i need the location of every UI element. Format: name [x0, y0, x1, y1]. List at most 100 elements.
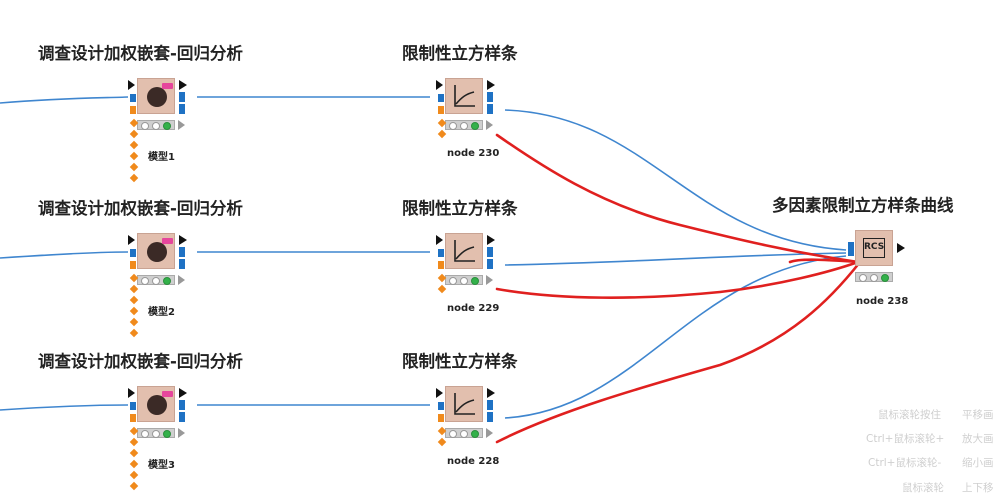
- output-port-blue[interactable]: [487, 259, 493, 269]
- source-node-model3[interactable]: [128, 386, 208, 496]
- node-label[interactable]: 模型1: [148, 152, 175, 163]
- node-label[interactable]: 模型3: [148, 460, 175, 471]
- output-port-blue[interactable]: [179, 412, 185, 422]
- node-body[interactable]: [137, 233, 175, 269]
- input-port-blue[interactable]: [438, 249, 444, 257]
- flow-variable-port[interactable]: [129, 306, 139, 316]
- node-label[interactable]: 模型2: [148, 307, 175, 318]
- status-arrow-icon: [178, 120, 185, 130]
- wire-spline230-target[interactable]: [504, 109, 847, 251]
- wire-spline229-target[interactable]: [504, 252, 847, 266]
- node-label[interactable]: node 238: [856, 296, 909, 307]
- node-body[interactable]: RCS: [855, 230, 893, 266]
- status-led-green: [881, 274, 889, 282]
- flow-variable-port[interactable]: [129, 328, 139, 338]
- spline-node-228[interactable]: [436, 386, 516, 447]
- hint-effect: 缩小画: [962, 457, 994, 469]
- input-port-orange[interactable]: [438, 261, 444, 269]
- spline-node-title: 限制性立方样条: [402, 352, 518, 371]
- status-led-green: [163, 430, 171, 438]
- flow-variable-port[interactable]: [129, 317, 139, 327]
- flow-variable-port[interactable]: [129, 140, 139, 150]
- weighted-regression-icon: [147, 87, 167, 107]
- input-port-blue[interactable]: [130, 94, 136, 102]
- output-port-blue[interactable]: [179, 92, 185, 102]
- flow-variable-port[interactable]: [129, 162, 139, 172]
- flow-variable-port[interactable]: [129, 437, 139, 447]
- input-port[interactable]: [128, 235, 135, 245]
- output-port-blue[interactable]: [487, 247, 493, 257]
- flow-variable-port[interactable]: [129, 173, 139, 183]
- input-port-orange[interactable]: [130, 414, 136, 422]
- input-port[interactable]: [128, 80, 135, 90]
- input-port-blue[interactable]: [848, 242, 854, 256]
- flow-variable-port[interactable]: [129, 481, 139, 491]
- output-port-blue[interactable]: [179, 400, 185, 410]
- hint-effect: 平移画: [962, 409, 994, 421]
- status-led-green: [163, 277, 171, 285]
- node-label[interactable]: node 229: [447, 303, 500, 314]
- input-port-orange[interactable]: [130, 106, 136, 114]
- flow-variable-port[interactable]: [129, 151, 139, 161]
- wire-spline228-target[interactable]: [504, 255, 847, 419]
- input-port-blue[interactable]: [438, 402, 444, 410]
- source-node-model2[interactable]: [128, 233, 208, 343]
- output-port[interactable]: [487, 388, 495, 398]
- flow-variable-port[interactable]: [437, 129, 447, 139]
- wire-in-1[interactable]: [0, 96, 129, 104]
- input-port-blue[interactable]: [130, 402, 136, 410]
- output-port-blue[interactable]: [487, 92, 493, 102]
- input-port-orange[interactable]: [130, 261, 136, 269]
- output-port[interactable]: [487, 235, 495, 245]
- flow-variable-port[interactable]: [437, 284, 447, 294]
- flow-variable-port[interactable]: [129, 295, 139, 305]
- flow-variable-port[interactable]: [129, 470, 139, 480]
- node-body[interactable]: [445, 233, 483, 269]
- flow-variable-port[interactable]: [437, 437, 447, 447]
- input-port-orange[interactable]: [438, 106, 444, 114]
- node-body[interactable]: [445, 386, 483, 422]
- status-led-yellow: [152, 430, 160, 438]
- output-port[interactable]: [897, 243, 905, 253]
- flow-variable-port[interactable]: [129, 284, 139, 294]
- input-port-blue[interactable]: [130, 249, 136, 257]
- output-port-blue[interactable]: [179, 247, 185, 257]
- output-port-blue[interactable]: [487, 412, 493, 422]
- status-led-red: [141, 122, 149, 130]
- spline-node-230[interactable]: [436, 78, 516, 139]
- output-port[interactable]: [487, 80, 495, 90]
- wire-in-2[interactable]: [0, 251, 129, 259]
- output-port[interactable]: [179, 80, 187, 90]
- status-led-green: [163, 122, 171, 130]
- input-port[interactable]: [128, 388, 135, 398]
- source-node-model1[interactable]: [128, 78, 208, 188]
- target-node-238[interactable]: RCS: [846, 230, 926, 290]
- output-port[interactable]: [179, 235, 187, 245]
- output-port-blue[interactable]: [487, 400, 493, 410]
- output-port-blue[interactable]: [179, 104, 185, 114]
- status-led-red: [859, 274, 867, 282]
- flow-variable-port[interactable]: [129, 448, 139, 458]
- input-port[interactable]: [436, 235, 443, 245]
- input-port[interactable]: [436, 388, 443, 398]
- input-port-orange[interactable]: [438, 414, 444, 422]
- output-port-blue[interactable]: [487, 104, 493, 114]
- output-port-blue[interactable]: [179, 259, 185, 269]
- input-port-blue[interactable]: [438, 94, 444, 102]
- weighted-regression-icon: [147, 242, 167, 262]
- node-label[interactable]: node 230: [447, 148, 500, 159]
- weighted-regression-icon: [147, 395, 167, 415]
- wire-in-3[interactable]: [0, 404, 129, 411]
- hint-action: 鼠标滚轮: [902, 482, 944, 494]
- output-port[interactable]: [179, 388, 187, 398]
- spline-node-229[interactable]: [436, 233, 516, 294]
- flow-variable-port[interactable]: [129, 459, 139, 469]
- node-body[interactable]: [445, 78, 483, 114]
- node-body[interactable]: [137, 78, 175, 114]
- input-port[interactable]: [436, 80, 443, 90]
- node-body[interactable]: [137, 386, 175, 422]
- flow-variable-port[interactable]: [129, 129, 139, 139]
- status-led-yellow: [152, 277, 160, 285]
- node-label[interactable]: node 228: [447, 456, 500, 467]
